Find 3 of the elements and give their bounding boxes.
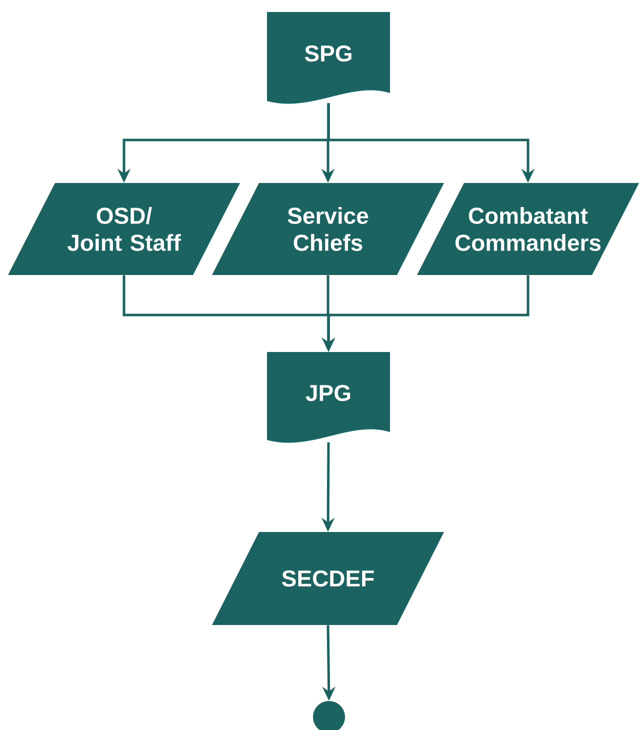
node-label: Service Chiefs — [288, 207, 368, 251]
node-label: Combatant Commanders — [455, 207, 601, 251]
node-label: OSD/ Joint Staff — [67, 207, 181, 251]
